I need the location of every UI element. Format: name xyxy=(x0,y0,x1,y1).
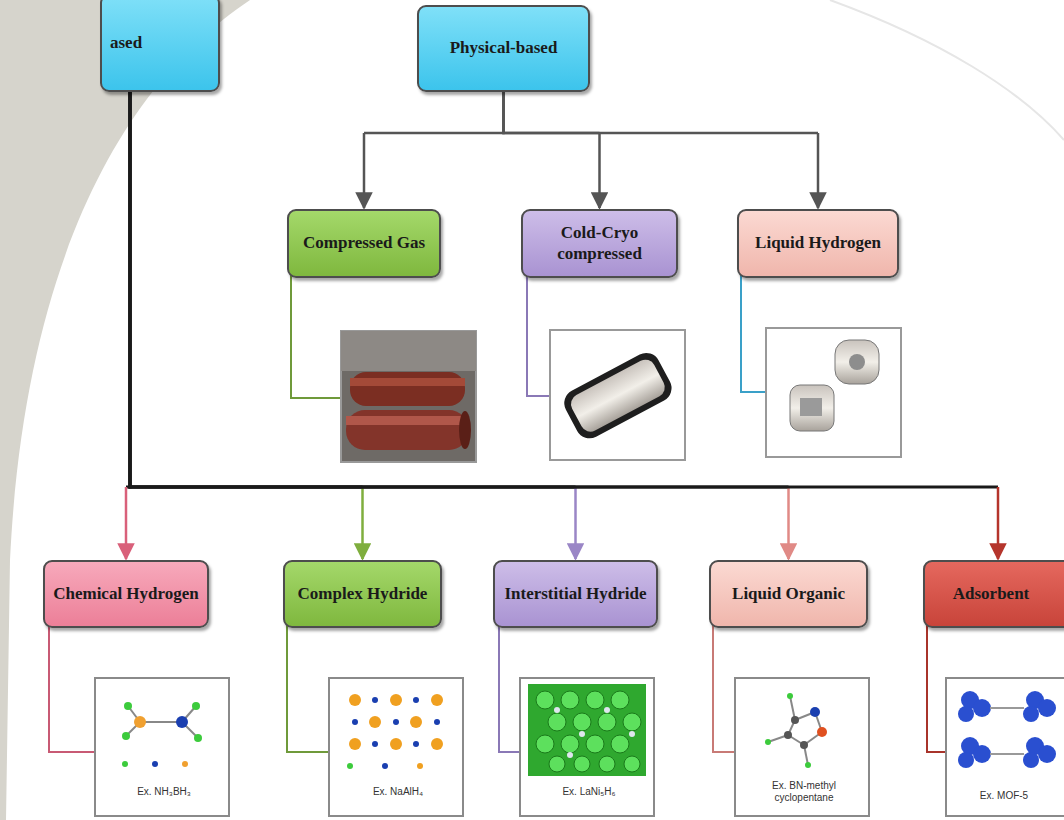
example-caption: Ex. NaAlH₄ xyxy=(336,786,460,798)
connector-drop xyxy=(997,487,1000,559)
category-box: ased xyxy=(100,0,220,92)
method-box: Interstitial Hydride xyxy=(493,560,658,628)
mof-structure xyxy=(958,691,1056,768)
connector-drop xyxy=(361,487,364,559)
connector-drop xyxy=(363,133,366,208)
box-label: Liquid Hydrogen xyxy=(747,229,889,257)
box-label: Physical-based xyxy=(442,34,566,62)
example-caption: Ex. BN-methyl cyclopentane xyxy=(743,780,865,803)
sodium-alanate-lattice xyxy=(347,694,443,769)
connector-trunk xyxy=(130,92,363,487)
method-box: Complex Hydride xyxy=(283,560,442,628)
liquid-hydrogen-photo xyxy=(766,328,901,457)
connector-drop xyxy=(787,487,790,559)
connector-trunk xyxy=(130,92,998,487)
connector-arrow xyxy=(130,92,789,559)
connector-arrow xyxy=(504,92,819,208)
slide-corner xyxy=(0,0,250,820)
method-box: Chemical Hydrogen xyxy=(43,560,209,628)
method-box: Adsorbent xyxy=(923,560,1064,628)
box-label: Compressed Gas xyxy=(295,229,433,257)
box-label: Interstitial Hydride xyxy=(496,580,654,608)
connector-trunk xyxy=(130,92,576,487)
picture-frames xyxy=(95,678,1064,816)
ammonia-borane-molecule xyxy=(122,702,202,767)
box-label: ased xyxy=(102,29,150,57)
lanthanum-nickel-lattice xyxy=(528,684,646,776)
box-label: Liquid Organic xyxy=(724,580,853,608)
example-caption: Ex. MOF-5 xyxy=(952,790,1056,802)
box-label: Chemical Hydrogen xyxy=(45,580,207,608)
connector-trunk xyxy=(504,92,819,133)
method-box: Cold-Cryo compressed xyxy=(521,209,678,278)
box-label: Cold-Cryo compressed xyxy=(523,219,676,268)
connector-drop xyxy=(125,487,128,559)
method-box: Liquid Hydrogen xyxy=(737,209,899,278)
connector-trunk xyxy=(364,92,504,133)
compressed-gas-photo xyxy=(341,331,476,462)
connector-drop xyxy=(574,487,577,559)
connector-trunk xyxy=(130,92,789,487)
connector-drop xyxy=(598,133,601,208)
connector-arrow xyxy=(130,92,363,559)
example-caption: Ex. LaNi₅H₆ xyxy=(527,786,651,798)
example-caption: Ex. NH₃BH₃ xyxy=(102,786,226,798)
box-label: Adsorbent xyxy=(945,580,1038,608)
connector-arrow xyxy=(364,92,504,208)
slide-arc xyxy=(830,0,1064,140)
method-box: Compressed Gas xyxy=(287,209,441,278)
connector-arrow xyxy=(130,92,576,559)
connector-trunk xyxy=(504,92,600,133)
connector-arrow xyxy=(504,92,600,208)
connector-drop xyxy=(817,133,820,208)
box-label: Complex Hydride xyxy=(290,580,436,608)
connector-arrow xyxy=(130,92,998,559)
bn-cyclopentane-molecule xyxy=(765,693,827,768)
cryo-tank-photo xyxy=(550,330,685,460)
category-box: Physical-based xyxy=(417,5,590,92)
method-box: Liquid Organic xyxy=(709,560,868,628)
